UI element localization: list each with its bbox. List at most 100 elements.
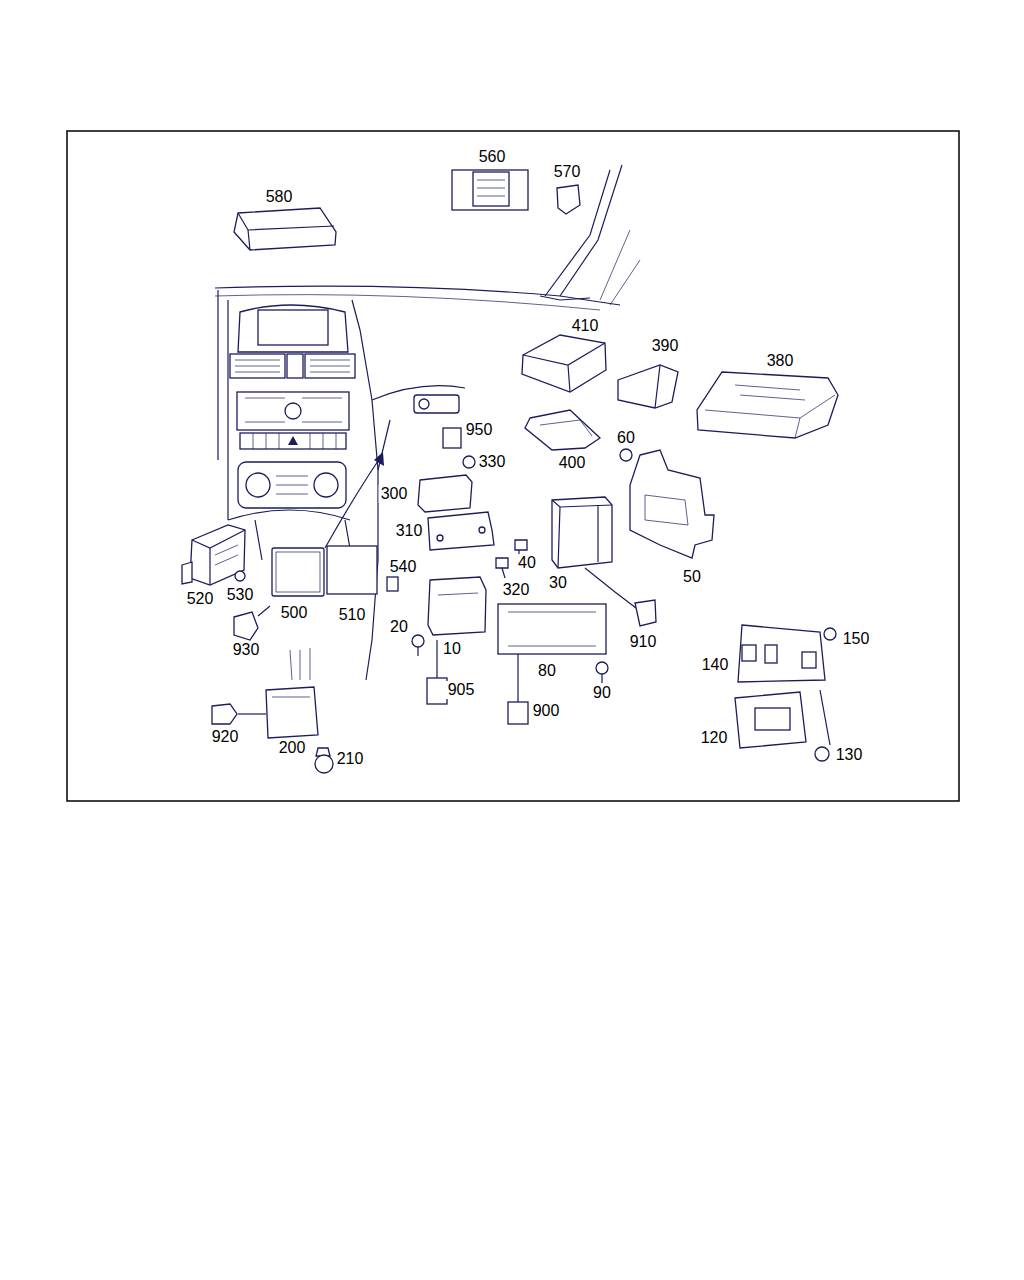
drawing-stroke [190, 525, 245, 585]
drawing-stroke [215, 286, 620, 305]
drawing-stroke [272, 697, 310, 698]
drawing-stroke [182, 562, 192, 584]
callout-number: 60 [615, 429, 637, 447]
frame [67, 131, 959, 801]
drawing-stroke [463, 456, 475, 468]
drawing-stroke [618, 365, 678, 408]
drawing-stroke [246, 473, 270, 497]
drawing-stroke [697, 372, 838, 438]
drawing-stroke [738, 625, 825, 682]
drawing-stroke [585, 568, 636, 608]
callout-number: 300 [379, 485, 410, 503]
drawing-stroke [742, 645, 756, 661]
drawing-stroke [540, 420, 592, 436]
drawing-stroke [234, 612, 258, 640]
drawing-stroke [290, 648, 310, 680]
drawing-stroke [418, 640, 437, 678]
callout-number: 920 [210, 728, 241, 746]
dashboard-outline [215, 165, 640, 680]
drawing-stroke [374, 452, 384, 466]
callout-number: 570 [552, 163, 583, 181]
part-shapes [182, 170, 838, 773]
drawing-stroke [755, 708, 790, 730]
drawing-stroke [596, 662, 608, 674]
callout-number: 320 [501, 581, 532, 599]
drawing-stroke [428, 512, 494, 550]
drawing-stroke [238, 213, 334, 250]
callout-number: 50 [681, 568, 703, 586]
callout-number: 410 [570, 317, 601, 335]
callout-number: 905 [446, 681, 477, 699]
drawing-stroke [765, 645, 777, 663]
drawing-stroke [518, 654, 602, 702]
drawing-stroke [502, 568, 505, 578]
callout-number: 90 [591, 684, 613, 702]
drawing-stroke [276, 476, 308, 494]
drawing-stroke [325, 458, 380, 548]
drawing-stroke [545, 170, 610, 296]
callout-number: 910 [628, 633, 659, 651]
callout-number: 930 [231, 641, 262, 659]
drawing-stroke [645, 495, 688, 525]
drawing-stroke [288, 436, 298, 445]
callout-number: 530 [225, 586, 256, 604]
drawing-stroke [479, 527, 485, 533]
callout-number: 900 [531, 702, 562, 720]
drawing-stroke [414, 395, 459, 413]
drawing-stroke [820, 690, 830, 745]
drawing-stroke [192, 530, 245, 585]
drawing-stroke [418, 475, 472, 512]
callout-number: 520 [185, 590, 216, 608]
callout-number: 140 [700, 656, 731, 674]
drawing-stroke [253, 433, 336, 449]
drawing-stroke [735, 692, 806, 748]
drawing-stroke [412, 635, 424, 647]
drawing-stroke [824, 628, 836, 640]
drawing-stroke [452, 170, 528, 210]
drawing-stroke [515, 540, 527, 550]
callout-number: 200 [277, 739, 308, 757]
drawing-stroke [285, 403, 301, 419]
callout-number: 560 [477, 148, 508, 166]
drawing-stroke [630, 450, 714, 558]
callout-number: 150 [841, 630, 872, 648]
drawing-stroke [557, 185, 580, 214]
drawing-stroke [245, 398, 342, 422]
drawing-stroke [276, 552, 320, 592]
drawing-stroke [522, 335, 606, 392]
drawing-stroke [705, 385, 835, 438]
drawing-stroke [428, 577, 486, 635]
drawing-stroke [238, 462, 346, 508]
drawing-stroke [235, 571, 245, 581]
drawing-stroke [540, 296, 590, 300]
drawing-stroke [427, 678, 447, 704]
drawing-stroke [655, 365, 660, 408]
drawing-stroke [228, 510, 350, 520]
callout-number: 210 [335, 750, 366, 768]
drawing-stroke [508, 612, 596, 646]
drawing-stroke [620, 449, 632, 461]
drawing-stroke [327, 546, 377, 594]
drawing-stroke [477, 180, 505, 196]
callout-number: 540 [388, 558, 419, 576]
drawing-stroke [266, 687, 318, 738]
callout-number: 40 [516, 554, 538, 572]
drawing-stroke [437, 535, 443, 541]
drawing-stroke [215, 545, 238, 565]
callout-number: 390 [650, 337, 681, 355]
drawing-stroke [287, 354, 303, 378]
drawing-stroke [218, 290, 228, 520]
callout-number: 580 [264, 188, 295, 206]
callout-number: 330 [477, 453, 508, 471]
drawing-stroke [552, 497, 612, 568]
drawing-stroke [372, 386, 465, 470]
drawing-stroke [523, 343, 605, 392]
drawing-stroke [258, 310, 328, 345]
drawing-stroke [234, 208, 336, 250]
drawing-stroke [508, 702, 528, 724]
callout-number: 500 [279, 604, 310, 622]
callout-number: 20 [388, 618, 410, 636]
drawing-stroke [258, 606, 270, 616]
